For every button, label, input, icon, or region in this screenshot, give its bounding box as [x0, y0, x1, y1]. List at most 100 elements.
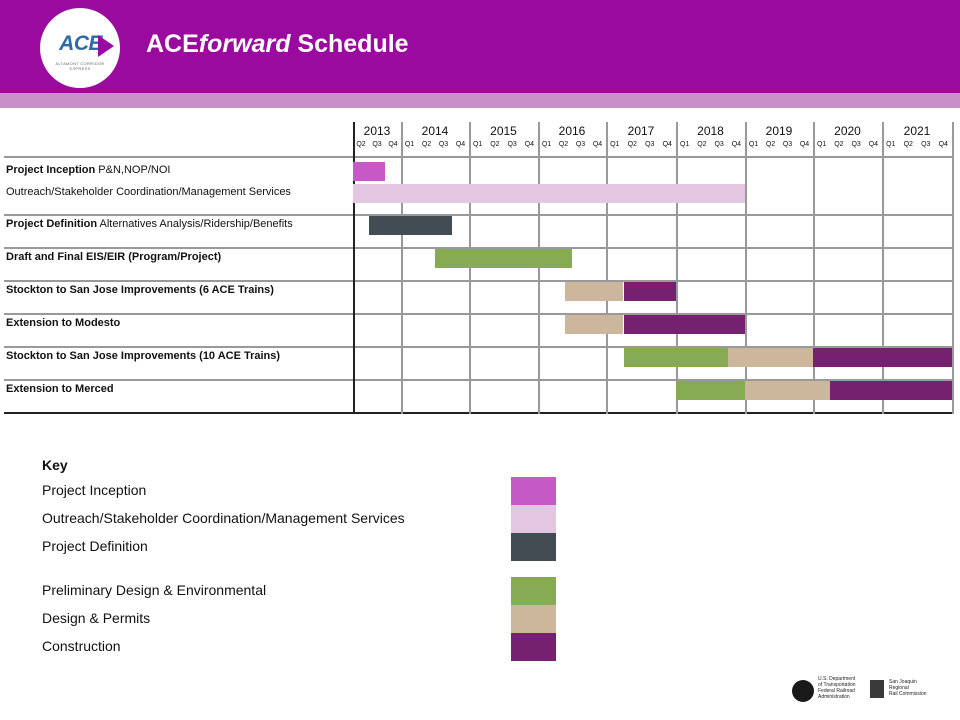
task-label-detail: P&N,NOP/NOI [95, 164, 171, 176]
quarter-label: Q3 [507, 141, 517, 148]
quarter-label: Q1 [541, 141, 552, 148]
task-label: Stockton to San Jose Improvements (6 ACE… [6, 284, 274, 296]
gantt-bar [565, 282, 624, 301]
year-label: 2021 [903, 124, 931, 138]
task-label: Outreach/Stakeholder Coordination/Manage… [6, 186, 291, 198]
grid-line-vertical [606, 122, 608, 414]
quarter-label: Q4 [455, 141, 466, 148]
grid-line-vertical [813, 122, 815, 414]
page-title: ACEforward Schedule [146, 30, 409, 59]
year-label: 2013 [363, 124, 391, 138]
key-label: Project Definition [42, 538, 148, 554]
grid-line-horizontal [4, 412, 952, 414]
quarter-label: Q2 [627, 141, 637, 148]
gantt-bar [353, 184, 745, 203]
grid-line-vertical [401, 122, 403, 414]
logo-text: ACE [59, 32, 102, 55]
title-suffix: Schedule [290, 30, 409, 58]
year-label: 2015 [490, 124, 517, 138]
task-label-bold: Extension to Merced [6, 383, 114, 395]
quarter-label: Q2 [903, 141, 913, 148]
key-label: Preliminary Design & Environmental [42, 582, 267, 598]
grid-line-horizontal [4, 280, 952, 282]
gantt-bar [435, 249, 572, 268]
year-label: 2014 [421, 124, 449, 138]
quarter-label: Q1 [679, 141, 690, 148]
quarter-label: Q3 [372, 141, 382, 148]
gantt-bar [623, 348, 728, 367]
key-label: Outreach/Stakeholder Coordination/Manage… [42, 510, 405, 526]
header-accent-bar [0, 93, 960, 108]
quarter-label: Q4 [731, 141, 742, 148]
gantt-bar [830, 381, 952, 400]
grid-line-vertical [353, 122, 355, 414]
grid-line-horizontal [4, 156, 952, 158]
quarter-label: Q4 [799, 141, 810, 148]
title-italic: forward [198, 30, 291, 58]
key-swatch [511, 477, 556, 505]
quarter-label: Q3 [575, 141, 586, 148]
key-swatch [511, 577, 556, 605]
sjrrc-line: Rail Commission [889, 691, 927, 697]
task-label-bold: Project Inception [6, 164, 96, 176]
task-label: Extension to Modesto [6, 317, 120, 329]
key-swatch [511, 505, 556, 533]
quarter-label: Q3 [851, 141, 861, 148]
quarter-label: Q1 [748, 141, 759, 148]
quarter-label: Q2 [697, 141, 707, 148]
quarter-label: Q3 [438, 141, 449, 148]
grid-line-vertical [469, 122, 471, 414]
year-label: 2017 [627, 124, 655, 138]
task-label: Project Inception P&N,NOP/NOI [6, 164, 170, 176]
quarter-label: Q4 [662, 141, 672, 148]
gantt-bar [565, 315, 624, 334]
quarter-label: Q4 [938, 141, 948, 148]
grid-line-horizontal [4, 346, 952, 348]
quarter-label: Q4 [524, 141, 535, 148]
quarter-label: Q1 [816, 141, 827, 148]
quarter-label: Q1 [610, 141, 620, 148]
key-swatch [511, 605, 556, 633]
title-prefix: ACE [146, 30, 199, 58]
quarter-label: Q4 [592, 141, 603, 148]
gantt-bar [353, 162, 385, 181]
quarter-label: Q2 [834, 141, 844, 148]
grid-line-horizontal [4, 247, 952, 249]
year-label: 2018 [697, 124, 724, 138]
gantt-bar [676, 381, 745, 400]
year-label: 2019 [765, 124, 793, 138]
quarter-label: Q2 [356, 141, 366, 148]
task-label-detail: Outreach/Stakeholder Coordination/Manage… [6, 186, 291, 198]
quarter-label: Q1 [472, 141, 483, 148]
task-label: Draft and Final EIS/EIR (Program/Project… [6, 251, 221, 263]
quarter-label: Q1 [886, 141, 896, 148]
gantt-bar [369, 216, 452, 235]
grid-line-horizontal [4, 214, 952, 216]
quarter-label: Q2 [765, 141, 776, 148]
dot-fra-line: Federal Railroad [818, 688, 855, 694]
quarter-label: Q3 [782, 141, 793, 148]
header-bar [0, 0, 960, 93]
key-swatch [511, 533, 556, 561]
logo-subtext: ALTAMONT CORRIDOR EXPRESS [55, 61, 105, 71]
quarter-label: Q2 [558, 141, 569, 148]
key-swatch [511, 633, 556, 661]
dot-seal-icon [792, 680, 814, 702]
gantt-bar [813, 348, 952, 367]
sjrrc-line: San Joaquin [889, 679, 917, 685]
year-label: 2020 [834, 124, 861, 138]
task-label: Stockton to San Jose Improvements (10 AC… [6, 350, 280, 362]
quarter-label: Q3 [714, 141, 724, 148]
key-label: Construction [42, 638, 121, 654]
year-label: 2016 [558, 124, 586, 138]
dot-fra-line: of Transportation [818, 682, 856, 688]
grid-line-vertical [745, 122, 747, 414]
grid-line-horizontal [4, 313, 952, 315]
task-label: Project Definition Alternatives Analysis… [6, 218, 293, 230]
task-label-detail: Alternatives Analysis/Ridership/Benefits [97, 218, 293, 230]
key-title: Key [42, 457, 68, 473]
task-label-bold: Project Definition [6, 218, 98, 230]
quarter-label: Q4 [388, 141, 398, 148]
